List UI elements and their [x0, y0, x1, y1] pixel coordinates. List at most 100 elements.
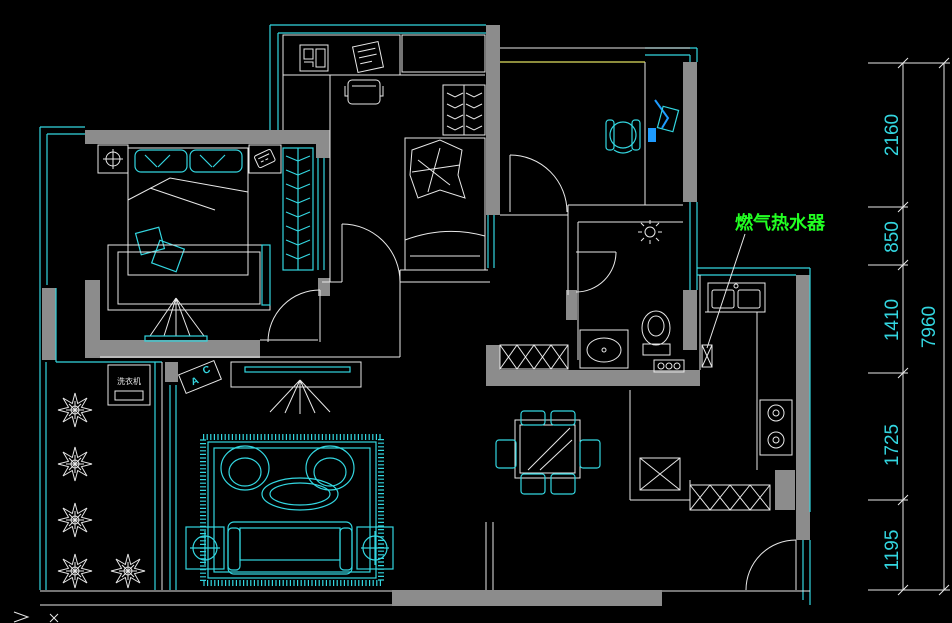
frame-master-left	[39, 126, 85, 590]
study-single-bed	[404, 137, 486, 271]
gas-stove	[759, 399, 793, 456]
frame-study	[269, 24, 486, 130]
area-rug	[200, 434, 384, 586]
television	[244, 366, 351, 373]
wash-basin	[579, 329, 629, 369]
pillow	[409, 139, 466, 199]
wall-kitchen-right	[796, 275, 810, 512]
frame-master-right	[317, 158, 325, 270]
dimension-label: 2160	[882, 114, 903, 156]
table-glass	[519, 424, 576, 474]
wall-upper-right	[683, 62, 697, 202]
study-wardrobe	[442, 84, 486, 136]
wall-left-outer-pier	[42, 288, 56, 360]
wall-bath-door-stub	[566, 290, 577, 320]
dimension-line	[902, 63, 945, 590]
door-bathroom	[575, 251, 617, 293]
dining-set	[495, 410, 601, 495]
dining-chair	[520, 473, 546, 495]
wall-left-pier	[85, 280, 100, 358]
door-study	[341, 223, 401, 283]
nightstand-right	[248, 144, 282, 174]
dimension-label: 1410	[882, 299, 903, 341]
dimension-chain: 2160 850 1410 1725 1195 7960	[868, 57, 950, 596]
gas-water-heater	[701, 344, 713, 368]
bed-bench-frame	[107, 244, 271, 311]
pillow	[134, 149, 188, 173]
side-table-left	[185, 526, 225, 570]
ucs-icon	[13, 611, 59, 623]
desk-lamp-icon	[648, 99, 680, 142]
bathroom	[579, 220, 685, 373]
dimension-label: 1195	[882, 530, 903, 571]
frame-balcony	[56, 361, 162, 590]
structural-walls	[42, 25, 810, 606]
washing-machine-label: 洗衣机	[117, 376, 141, 386]
telephone-icon	[254, 149, 276, 169]
outline-lines	[40, 35, 810, 606]
study-shelf	[282, 34, 401, 76]
blanket-fold	[127, 177, 249, 211]
air-conditioner-tag: A C	[177, 359, 223, 395]
partition-lines	[40, 35, 810, 606]
toilet	[641, 310, 671, 356]
frame-study-bottom-right	[487, 215, 495, 268]
pillow-creases	[144, 154, 226, 168]
dining-chair	[579, 439, 601, 469]
hall-cabinet	[499, 344, 569, 370]
door-swing	[341, 223, 401, 283]
dining-chair	[550, 410, 576, 426]
dining-chair	[495, 439, 517, 469]
shower-head-icon	[638, 220, 662, 244]
door-swing	[509, 154, 568, 213]
door-swing	[575, 251, 617, 293]
sofa-arm	[227, 527, 241, 571]
balcony: 洗衣机	[57, 364, 151, 589]
wall-kitchen-corner	[775, 470, 795, 510]
wall-master-top	[85, 130, 330, 144]
bedroom-tv	[144, 297, 208, 342]
floor-drain-box	[653, 359, 685, 373]
wall-study-right	[486, 25, 500, 215]
washing-machine: 洗衣机	[107, 364, 151, 406]
tv-view-lines	[269, 379, 331, 414]
sofa	[227, 521, 353, 575]
wall-living-left-stub	[165, 362, 178, 382]
extension-lines	[868, 62, 950, 591]
double-sink	[707, 282, 766, 313]
wall-bath-bottom	[486, 370, 700, 386]
wall-master-bottom	[85, 340, 260, 358]
blanket-fold	[404, 230, 486, 257]
dining-chair	[550, 473, 576, 495]
pillow-creases	[411, 147, 461, 193]
gas-water-heater-label: 燃气热水器	[735, 212, 826, 234]
dimension-ticks	[897, 57, 950, 596]
tv-cabinet	[230, 361, 362, 414]
frame-living-left	[169, 385, 177, 590]
door-swing	[745, 539, 797, 591]
tag-c: C	[201, 364, 212, 377]
door-upper-right	[509, 154, 568, 213]
wall-bottom	[392, 590, 662, 606]
heater-leader-line	[706, 233, 746, 349]
burner-icon	[767, 404, 785, 422]
living-room: A C	[177, 359, 394, 586]
dimension-label: 850	[882, 221, 903, 253]
study-window-box	[401, 34, 486, 73]
door-swing	[267, 289, 321, 343]
kitchen: 燃气热水器	[639, 212, 826, 511]
dining-chair	[520, 410, 546, 426]
side-table-right	[356, 526, 394, 570]
pillow	[189, 149, 243, 173]
study-chair	[344, 79, 384, 105]
burner-icon	[767, 431, 785, 449]
master-bedroom	[97, 144, 314, 342]
door-entrance	[745, 539, 797, 591]
window-frames	[39, 24, 811, 605]
refrigerator	[639, 457, 681, 491]
doors	[267, 154, 797, 591]
frame-bottom-right	[802, 540, 811, 605]
dimension-total-label: 7960	[919, 306, 940, 348]
